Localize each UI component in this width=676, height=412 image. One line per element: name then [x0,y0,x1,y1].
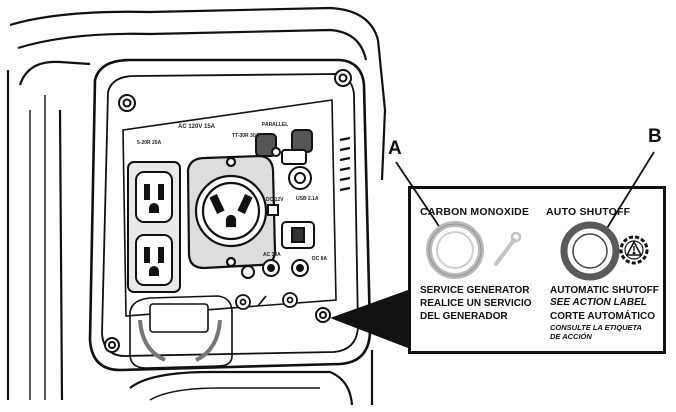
generator-body [6,6,387,406]
gear-warning-icon [619,235,649,265]
panel-label-outlet-right: TT-30R 30A [232,133,260,139]
consulte-etiqueta-label: CONSULTE LA ETIQUETA [550,323,642,332]
wrench-icon [494,231,522,266]
panel-indicator-buttons [235,292,298,310]
service-generator-label-es-1: REALICE UN SERVICIO [420,298,532,309]
panel-screws [104,69,352,353]
callout-pointer [330,290,408,348]
de-accion-label: DE ACCIÓN [550,332,592,341]
panel-label-usb: USB 2.1A [296,196,319,202]
service-led-icon [426,221,484,279]
callout-letter-b: B [648,126,662,147]
usb-dc-ports [241,204,315,279]
panel-label-dc: DC 12V [266,197,284,203]
callout-letter-a: A [388,138,402,159]
shutoff-led-icon [560,221,620,281]
display-panel [129,295,233,369]
panel-label-dc-amp: DC 8A [312,256,328,262]
panel-label-outlet-left: 5-20R 20A [137,140,162,146]
corte-automatico-label: CORTE AUTOMÁTICO [550,311,655,322]
panel-label-ac-small: AC 30A [263,252,281,258]
vent-slots [339,136,351,192]
header-carbon-monoxide: CARBON MONOXIDE [420,206,530,218]
panel-label-ac-rating: AC 120V 15A [178,124,216,130]
faceplate [122,99,337,317]
see-action-label: SEE ACTION LABEL [550,297,647,308]
indicator-callout-box [408,186,666,354]
service-generator-label-es-2: DEL GENERADOR [420,311,508,322]
automatic-shutoff-label: AUTOMATIC SHUTOFF [550,285,659,296]
service-generator-label: SERVICE GENERATOR [420,285,530,296]
outlet-tt-30r [186,154,277,270]
parallel-switches [255,129,313,190]
outlet-5-20r [127,161,181,293]
header-auto-shutoff: AUTO SHUTOFF [546,206,631,218]
panel-label-parallel: PARALLEL [262,122,289,128]
